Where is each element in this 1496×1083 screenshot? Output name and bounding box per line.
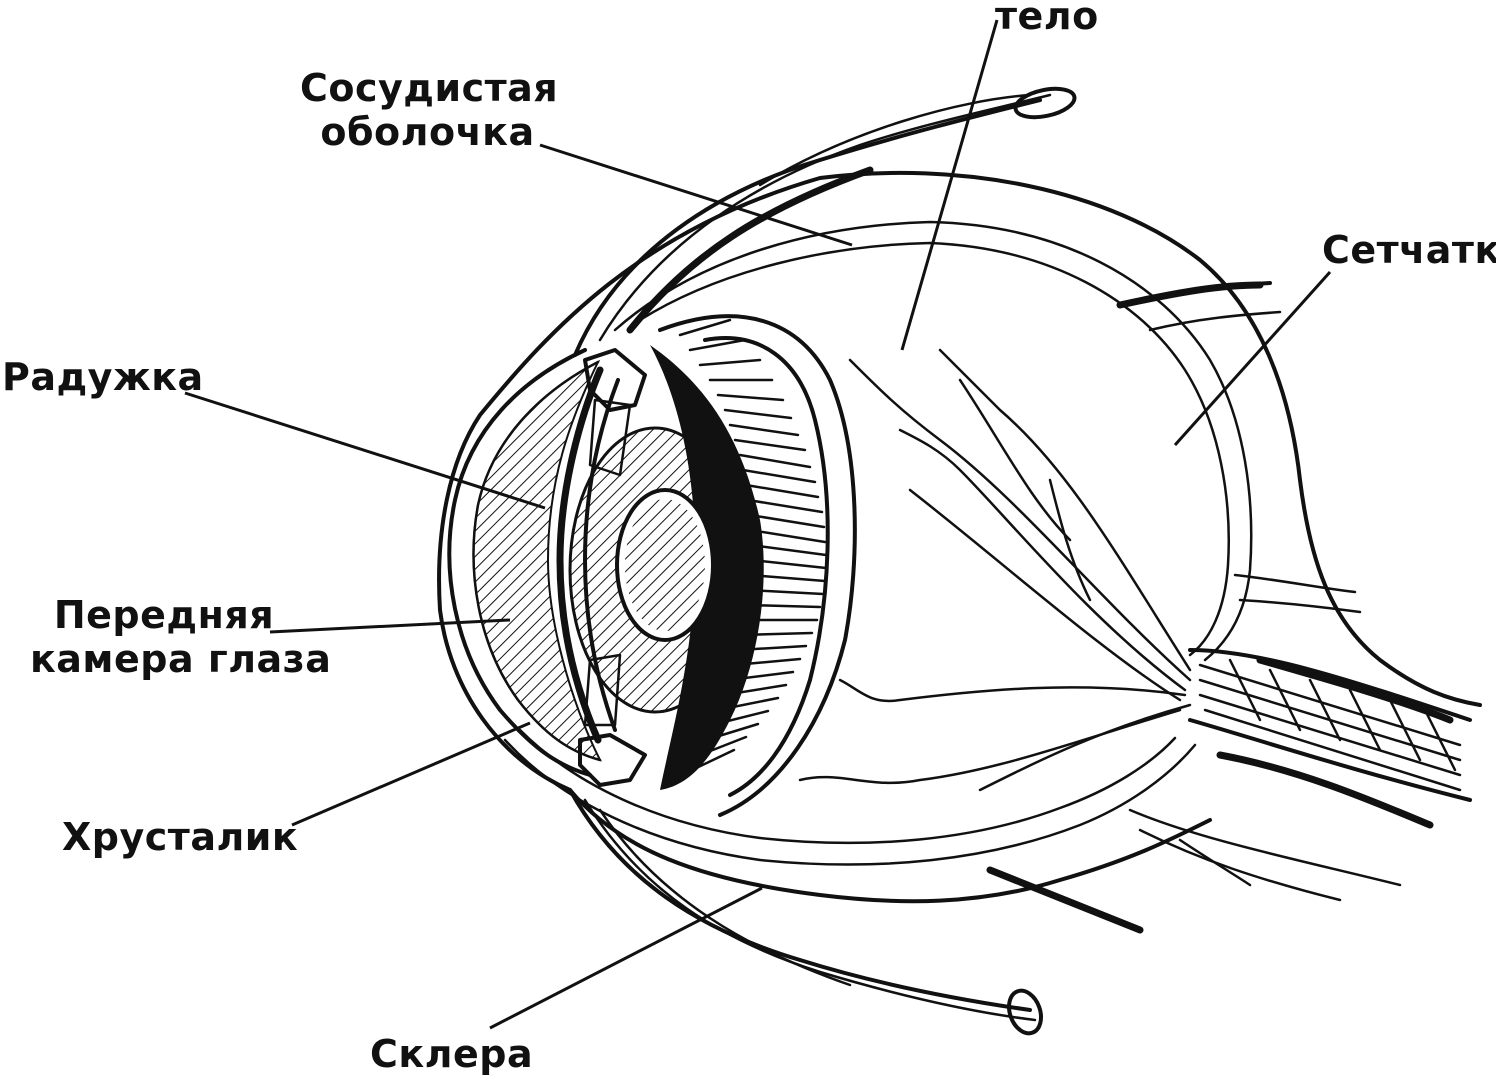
label-retina: Сетчатка: [1322, 228, 1496, 272]
lower-eyelid-muscles: [568, 788, 1043, 1036]
optic-nerve: [1188, 648, 1472, 829]
label-anterior-chamber-line2: камера глаза: [30, 637, 332, 681]
upper-eyelid-muscles: [573, 86, 1077, 357]
label-choroid-line1: Сосудистая: [300, 66, 559, 110]
label-vitreous-body: тело: [995, 0, 1099, 38]
label-sclera: Склера: [370, 1032, 534, 1076]
label-anterior-chamber: Передняя камера глаза: [30, 593, 332, 681]
zonule-fibers: [658, 314, 857, 817]
extraocular-muscles: [986, 281, 1402, 934]
retinal-vessels: [798, 348, 1192, 792]
label-choroid-line2: оболочка: [320, 110, 535, 154]
label-lens: Хрусталик: [62, 815, 299, 859]
label-anterior-chamber-line1: Передняя: [53, 593, 275, 637]
cornea: [447, 348, 592, 777]
retina-layer: [518, 241, 1230, 845]
sclera-outer: [437, 170, 1482, 904]
lens-structure: [568, 426, 742, 714]
label-iris: Радужка: [2, 355, 204, 399]
anterior-chamber-fill: [472, 359, 602, 762]
iris-root-blocks: [578, 348, 647, 787]
leader-lines: [184, 19, 1332, 1030]
label-choroid: Сосудистая оболочка: [300, 66, 559, 154]
